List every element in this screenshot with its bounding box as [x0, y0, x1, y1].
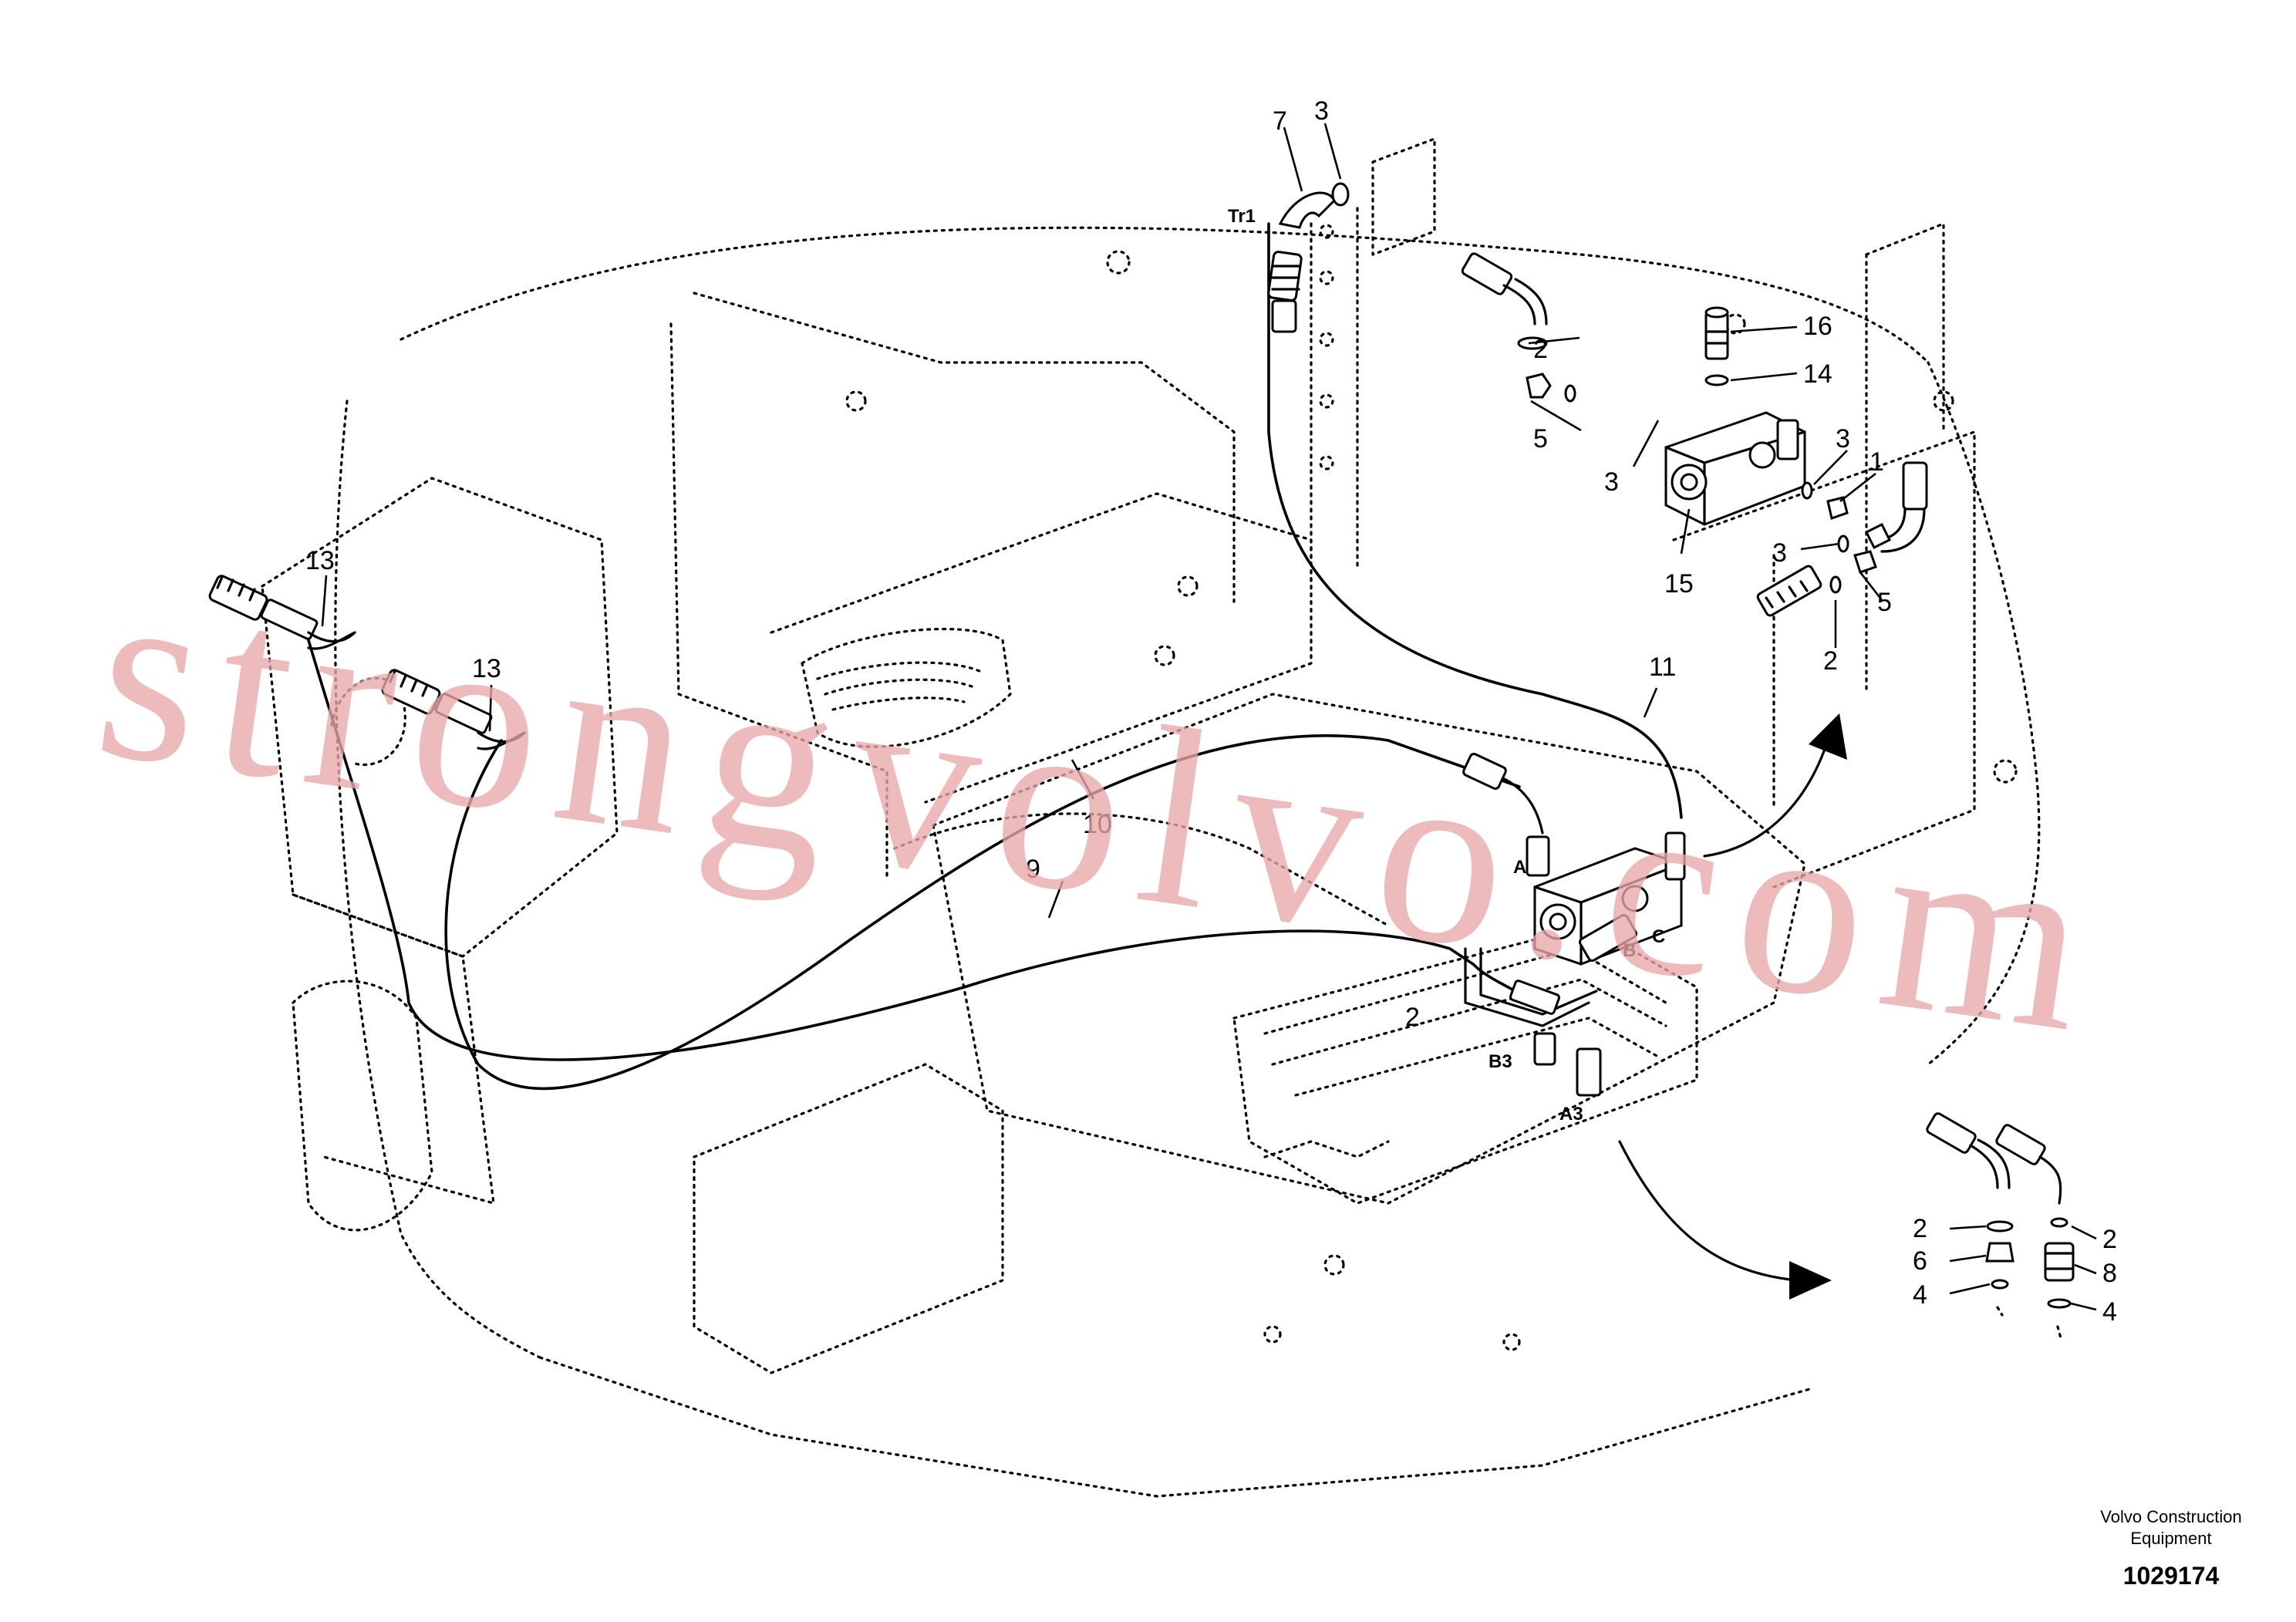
- port-labels: Tr1 A B C B3 A3: [1228, 206, 1665, 1125]
- machine-frame-outline: [261, 137, 2041, 1498]
- callout-4-left: 4: [1913, 1280, 1927, 1310]
- callout-2-top: 2: [1533, 335, 1548, 364]
- port-a3: A3: [1559, 1104, 1583, 1125]
- control-valve-pipes: [1263, 947, 1602, 1158]
- callout-2-right: 2: [1823, 646, 1838, 676]
- callout-3-mid-left: 3: [1604, 467, 1619, 497]
- callout-15: 15: [1664, 569, 1694, 599]
- callout-11: 11: [1649, 653, 1676, 682]
- hose-lines: [307, 222, 1683, 1091]
- port-b3: B3: [1489, 1051, 1512, 1072]
- callout-10: 10: [1083, 810, 1112, 839]
- callout-7: 7: [1273, 106, 1287, 136]
- leader-lines: [321, 123, 2097, 1311]
- port-b: B: [1623, 940, 1636, 961]
- callout-8: 8: [2102, 1259, 2117, 1288]
- tr1-elbow-fitting: [1267, 182, 1350, 333]
- callout-6: 6: [1913, 1246, 1927, 1276]
- exploded-view-connectors: [1926, 1112, 2075, 1340]
- watermark: strongvolvo.com: [83, 528, 2122, 1088]
- exploded-view-valve: [1461, 252, 1928, 617]
- callout-2-low-left: 2: [1913, 1214, 1927, 1243]
- brand-line-1: Volvo Construction: [2100, 1507, 2241, 1526]
- callout-13-left: 13: [305, 546, 335, 575]
- detail-arrows: [1618, 713, 1847, 1300]
- callout-9: 9: [1026, 855, 1040, 884]
- callout-14: 14: [1803, 359, 1832, 389]
- callout-13-right: 13: [472, 654, 501, 683]
- callout-1: 1: [1870, 447, 1884, 477]
- callout-3-mid-right: 3: [1836, 424, 1850, 454]
- callout-3-top: 3: [1314, 96, 1329, 126]
- callout-16: 16: [1803, 312, 1832, 341]
- callout-3-low: 3: [1772, 538, 1787, 568]
- port-tr1: Tr1: [1228, 206, 1256, 227]
- port-c: C: [1652, 926, 1665, 947]
- footer-block: Volvo Construction Equipment 1029174: [2100, 1507, 2241, 1590]
- hose-end-fittings-13: [208, 575, 526, 750]
- brand-line-2: Equipment: [2130, 1529, 2211, 1548]
- callout-2-low-right: 2: [2102, 1225, 2117, 1254]
- drawing-number: 1029174: [2123, 1562, 2220, 1590]
- port-a: A: [1513, 857, 1526, 878]
- callout-4-right: 4: [2102, 1297, 2117, 1327]
- callout-labels: 13 13 7 3 16 2 14 5 3 3 1 3 15 5 2 11 10…: [305, 96, 2117, 1327]
- callout-5-top: 5: [1533, 424, 1548, 454]
- callout-2-pipe: 2: [1405, 1003, 1420, 1032]
- callout-5-right: 5: [1877, 588, 1892, 617]
- selector-valve-block: [1462, 752, 1686, 966]
